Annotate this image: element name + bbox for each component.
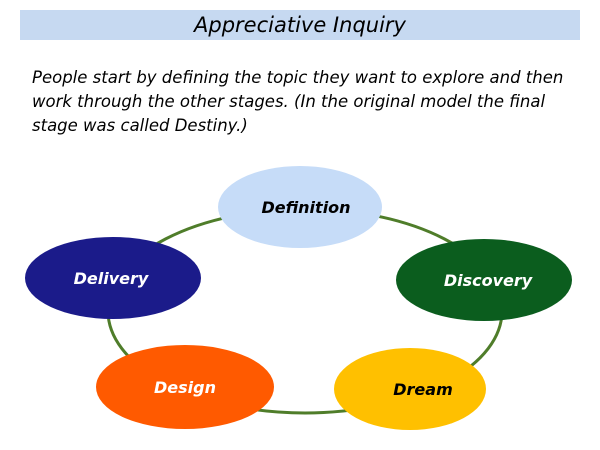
stage-definition-label: Definition xyxy=(261,198,350,217)
intro-line-2: work through the other stages. (In the o… xyxy=(32,92,546,111)
stage-dream-shape xyxy=(334,348,486,430)
stage-dream: Dream xyxy=(334,348,486,430)
intro-paragraph: People start by defining the topic they … xyxy=(32,66,580,138)
stage-delivery-label: Delivery xyxy=(74,269,149,288)
stage-discovery: Discovery xyxy=(396,239,572,321)
stage-design-shape xyxy=(96,345,274,429)
stage-design: Design xyxy=(96,345,274,429)
stage-delivery-shape xyxy=(25,237,201,319)
title-banner: Appreciative Inquiry xyxy=(20,10,580,40)
page-title: Appreciative Inquiry xyxy=(194,13,406,37)
stage-definition: Definition xyxy=(218,166,382,248)
stage-delivery: Delivery xyxy=(25,237,201,319)
stage-discovery-label: Discovery xyxy=(444,271,533,290)
stage-dream-label: Dream xyxy=(393,380,453,399)
stage-definition-shape xyxy=(218,166,382,248)
intro-line-3: stage was called Destiny.) xyxy=(32,116,248,135)
intro-line-1: People start by defining the topic they … xyxy=(32,68,564,87)
stage-discovery-shape xyxy=(396,239,572,321)
stage-design-label: Design xyxy=(154,378,216,397)
